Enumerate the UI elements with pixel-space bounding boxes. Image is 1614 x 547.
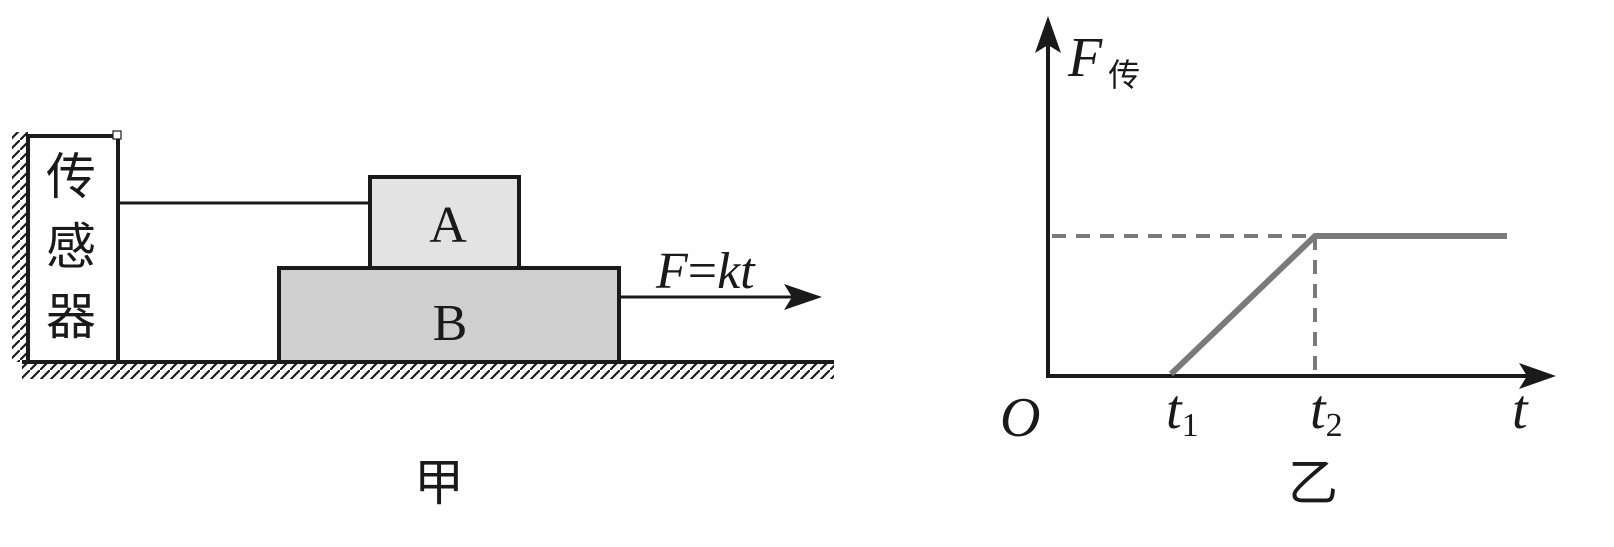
block-b <box>277 266 621 364</box>
block-a-label: A <box>429 197 467 254</box>
caption-yi: 乙 <box>1288 454 1338 512</box>
sensor-box <box>26 134 120 364</box>
tick-label-t2-main: t <box>1310 379 1327 441</box>
tick-label-t1-main: t <box>1166 379 1183 441</box>
series-line <box>1168 233 1507 377</box>
apparatus-diagram: 传 感 器 A B F=kt 甲 <box>12 130 834 512</box>
sensor-label-2: 感 <box>46 218 96 276</box>
force-label: F=kt <box>655 243 756 300</box>
sensor-label-1: 传 <box>46 148 96 206</box>
block-b-label: B <box>433 295 468 352</box>
x-axis-arrow <box>1519 363 1556 389</box>
force-label-equals: = <box>688 243 717 300</box>
tick-label-t2: t2 <box>1310 379 1343 444</box>
x-axis-label: t <box>1512 379 1529 441</box>
caption-jia: 甲 <box>414 454 464 512</box>
tick-label-t1-sub: 1 <box>1182 407 1199 444</box>
force-label-kt: kt <box>717 243 756 300</box>
wall-hatch <box>12 132 28 362</box>
sensor-corner-marker <box>112 130 122 140</box>
force-arrow-head <box>784 284 822 310</box>
tick-label-t1: t1 <box>1166 379 1199 444</box>
force-label-f: F <box>655 243 689 300</box>
origin-label: O <box>1000 387 1040 449</box>
y-axis-label-main: F <box>1067 27 1103 89</box>
tick-label-t2-sub: 2 <box>1326 407 1343 444</box>
ground-hatch <box>22 363 834 379</box>
y-axis-label-sub: 传 <box>1108 56 1140 94</box>
sensor-label-3: 器 <box>46 288 96 346</box>
y-axis-arrow <box>1035 16 1061 53</box>
block-a <box>368 175 521 270</box>
